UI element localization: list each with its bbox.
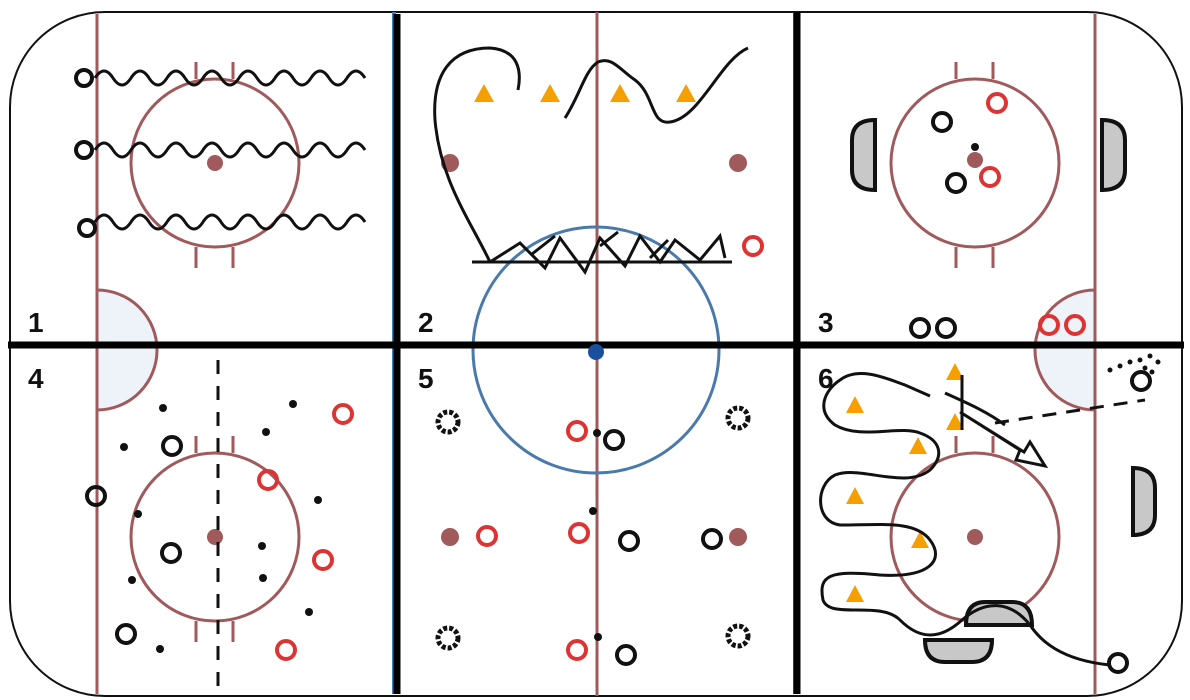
player-black-spiked [725, 405, 751, 431]
pucks-pile [1107, 353, 1161, 375]
skating-path [433, 46, 521, 263]
player-red [332, 403, 354, 425]
player-red [566, 639, 588, 661]
puck [594, 633, 602, 641]
net-3-left [850, 117, 877, 193]
puck [289, 400, 297, 408]
player-black [615, 644, 637, 666]
cone-icon [909, 437, 927, 454]
cone-icon [846, 396, 864, 413]
pass-line-dashed [994, 398, 1146, 425]
panel-6-drill [819, 353, 1161, 674]
net-6-right [1131, 465, 1157, 538]
panel-5-drill [435, 405, 751, 666]
faceoff-circle-4 [129, 451, 301, 623]
player-black [161, 435, 183, 457]
nets [850, 117, 1157, 664]
player-black [945, 172, 967, 194]
player-black [701, 528, 723, 550]
panel-number-5: 5 [418, 363, 434, 394]
center-ice-circle [471, 225, 721, 475]
player-red [566, 420, 588, 442]
faceoff-dots [207, 152, 983, 546]
player-black [935, 317, 957, 339]
faceoff-circle-1 [129, 77, 301, 249]
arrow [959, 410, 1049, 469]
puck [134, 510, 142, 518]
player-red [1064, 314, 1086, 336]
crease-left [95, 288, 159, 412]
player-black [931, 111, 953, 133]
player-black [160, 542, 182, 564]
panel-number-6: 6 [818, 363, 834, 394]
skating-path-wavy [93, 69, 367, 87]
player-black-spiked [435, 409, 461, 435]
puck [971, 143, 979, 151]
player-black [74, 68, 94, 88]
puck [262, 428, 270, 436]
puck [593, 429, 601, 437]
skating-path [489, 232, 727, 275]
player-black [1107, 652, 1129, 674]
player-black-spiked [725, 623, 751, 649]
cone-icon [911, 531, 929, 548]
player-black [603, 429, 625, 451]
net-6-bottom [922, 638, 995, 664]
cone-icon [540, 84, 560, 102]
player-red [476, 525, 498, 547]
puck [305, 608, 313, 616]
puck [120, 443, 128, 451]
puck [156, 645, 164, 653]
skating-path-wavy [93, 213, 367, 231]
puck [589, 507, 597, 515]
center-ice-dot [588, 344, 604, 360]
skating-path [819, 372, 1111, 667]
player-black [77, 218, 97, 238]
puck [128, 576, 136, 584]
cone-icon [610, 84, 630, 102]
player-red [1038, 314, 1060, 336]
player-red [986, 92, 1008, 114]
player-red [275, 639, 297, 661]
puck [259, 574, 267, 582]
player-red [312, 549, 334, 571]
cone-icon [474, 84, 494, 102]
player-red [568, 522, 590, 544]
player-black [618, 530, 640, 552]
player-red [257, 469, 279, 491]
cone-icon [946, 363, 964, 380]
player-black [909, 317, 931, 339]
player-red [979, 166, 1001, 188]
panel-3-drill [909, 92, 1086, 339]
cone-icon [676, 84, 696, 102]
panel-2-drill [433, 46, 764, 275]
faceoff-circle-3 [889, 77, 1061, 249]
panel-4-drill [85, 360, 354, 696]
skating-path-wavy [93, 141, 367, 159]
cone-icon [946, 413, 964, 430]
panel-number-3: 3 [818, 307, 834, 338]
player-black [74, 140, 94, 160]
cone-icon [846, 487, 864, 504]
player-black [85, 485, 107, 507]
player-red [742, 235, 764, 257]
skating-path [563, 46, 749, 124]
puck [314, 496, 322, 504]
panel-number-2: 2 [418, 307, 434, 338]
net-3-right [1100, 117, 1127, 193]
panel-1-drill [74, 68, 367, 238]
player-black [1130, 370, 1152, 392]
player-black-spiked [435, 625, 461, 651]
panel-number-1: 1 [28, 307, 44, 338]
player-black [115, 623, 137, 645]
cone-icon [846, 585, 864, 602]
panel-number-4: 4 [28, 363, 44, 394]
puck [258, 542, 266, 550]
puck [159, 404, 167, 412]
